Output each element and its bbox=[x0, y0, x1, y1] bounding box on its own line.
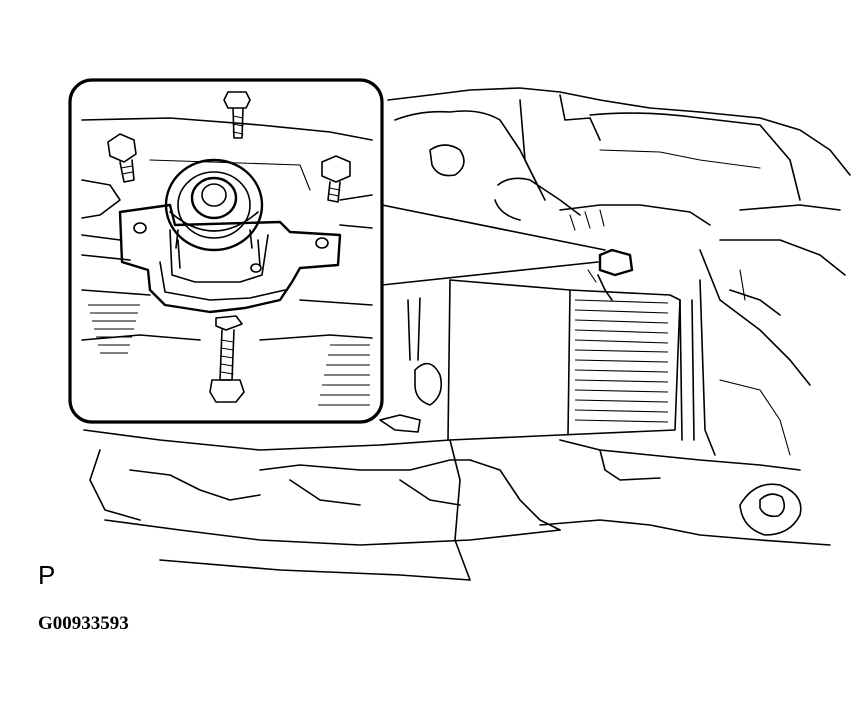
view-letter-label: P bbox=[38, 560, 56, 590]
leader-lines bbox=[381, 204, 606, 286]
detail-callout bbox=[68, 78, 384, 424]
magnified-detail-icon bbox=[68, 78, 384, 424]
engine-mount-icon bbox=[164, 158, 264, 252]
hatched-panels bbox=[88, 304, 370, 406]
radiator-fins bbox=[574, 299, 669, 423]
bolt-icon bbox=[107, 91, 351, 403]
engine-bay-background bbox=[83, 87, 851, 581]
figure-code: G00933593 bbox=[38, 613, 129, 634]
